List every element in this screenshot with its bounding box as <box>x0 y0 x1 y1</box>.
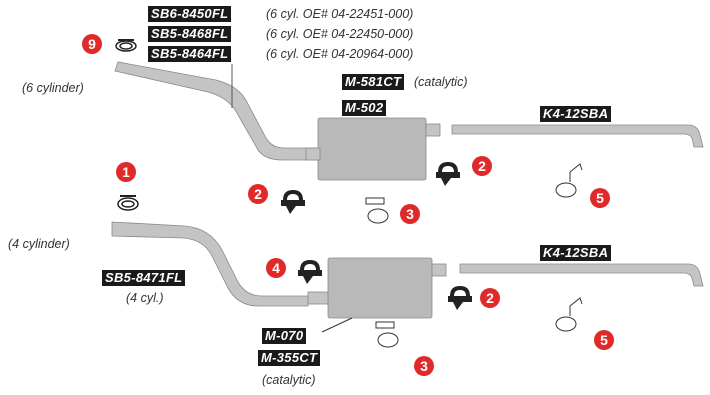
part-label-m070: M-070 <box>262 328 307 344</box>
callout-1: 1 <box>116 162 136 182</box>
front-pipe-six-cyl <box>114 61 319 161</box>
hanger-icon <box>555 163 583 198</box>
four-cylinder-system <box>111 221 704 319</box>
muffler-outlet-stub <box>425 123 441 137</box>
callout-4: 4 <box>266 258 286 278</box>
callout-9: 9 <box>82 34 102 54</box>
four-cylinder-note: (4 cylinder) <box>8 237 70 251</box>
catalytic-note-top: (catalytic) <box>414 75 468 89</box>
muffler-four-outlet-stub <box>431 263 447 277</box>
front-pipe-four-cyl <box>111 221 309 307</box>
part-label-k4-12sba-bottom: K4-12SBA <box>540 245 612 261</box>
four-cyl-short-note: (4 cyl.) <box>126 291 164 305</box>
six-cylinder-system <box>114 61 704 181</box>
leader-line-m070 <box>321 317 353 333</box>
part-label-k4-12sba-top: K4-12SBA <box>540 106 612 122</box>
bracket-icon <box>375 321 399 348</box>
part-label-m581ct: M-581CT <box>342 74 405 90</box>
callout-2: 2 <box>248 184 268 204</box>
gasket-ring-icon <box>117 195 139 211</box>
oe-note-sb5-8468fl: (6 cyl. OE# 04-22450-000) <box>266 27 414 41</box>
muffler-four-inlet-stub <box>307 291 329 305</box>
part-label-m355ct: M-355CT <box>258 350 321 366</box>
muffler-m070 <box>327 257 433 319</box>
callout-3: 3 <box>414 356 434 376</box>
part-label-sb6-8450fl: SB6-8450FL <box>148 6 232 22</box>
tailpipe-k4-12sba-bottom <box>459 263 704 287</box>
callout-2: 2 <box>480 288 500 308</box>
part-label-m502: M-502 <box>342 100 387 116</box>
hanger-icon <box>555 297 583 332</box>
part-label-sb5-8464fl: SB5-8464FL <box>148 46 232 62</box>
catalytic-note-bottom: (catalytic) <box>262 373 316 387</box>
u-bolt-clamp-icon <box>448 286 472 310</box>
tailpipe-k4-12sba-top <box>451 124 704 148</box>
oe-note-sb6-8450fl: (6 cyl. OE# 04-22451-000) <box>266 7 414 21</box>
u-bolt-clamp-icon <box>281 190 305 214</box>
bracket-icon <box>365 197 389 224</box>
part-label-sb5-8468fl: SB5-8468FL <box>148 26 232 42</box>
callout-3: 3 <box>400 204 420 224</box>
part-label-sb5-8471fl: SB5-8471FL <box>102 270 186 286</box>
gasket-ring-icon <box>115 39 137 52</box>
six-cylinder-note: (6 cylinder) <box>22 81 84 95</box>
muffler-inlet-stub <box>305 147 321 161</box>
u-bolt-clamp-icon <box>298 260 322 284</box>
muffler-m502 <box>317 117 427 181</box>
callout-2: 2 <box>472 156 492 176</box>
callout-5: 5 <box>594 330 614 350</box>
u-bolt-clamp-icon <box>436 162 460 186</box>
callout-5: 5 <box>590 188 610 208</box>
oe-note-sb5-8464fl: (6 cyl. OE# 04-20964-000) <box>266 47 414 61</box>
